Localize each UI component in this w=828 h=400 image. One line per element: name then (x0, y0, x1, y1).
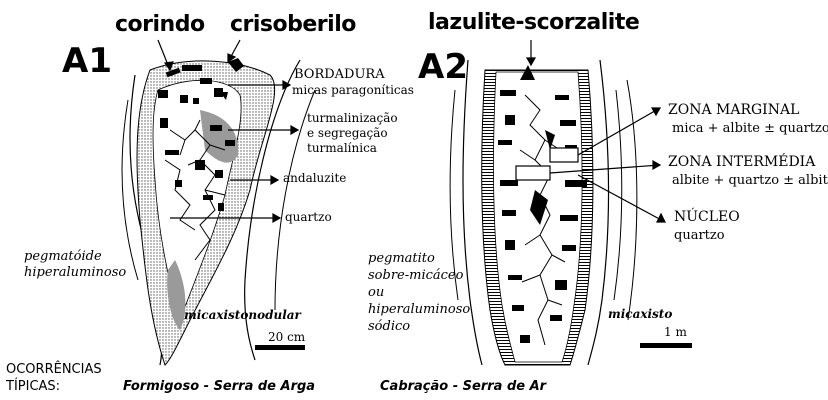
host-rock-a1: micaxistonodular (184, 309, 301, 321)
label-zona-marginal-comp: mica + albite ± quartzo (672, 122, 828, 135)
panel-label-a1: A1 (62, 44, 112, 78)
rock-label-a2-line1: pegmatito (368, 252, 435, 265)
footer-tipicas: TÍPICAS: (6, 380, 60, 393)
rock-label-a2-line2: sobre-micáceo (368, 269, 463, 282)
rock-label-a1-line1: pegmatóide (24, 250, 102, 263)
label-quartzo-a1: quartzo (285, 211, 332, 223)
scale-label-a1: 20 cm (268, 331, 305, 343)
scale-label-a2: 1 m (664, 326, 687, 338)
label-turmalinizacao: turmalinização (307, 112, 398, 124)
label-nucleo-comp: quartzo (674, 229, 725, 242)
rock-label-a1-line2: hiperaluminoso (24, 266, 126, 279)
label-zona-intermedia-comp: albite + quartzo ± albite (672, 174, 828, 187)
label-turmalinica: turmalínica (307, 142, 377, 154)
rock-label-a2-line3: ou (368, 286, 384, 299)
host-rock-a2: micaxisto (608, 308, 672, 320)
label-nucleo: NÚCLEO (674, 210, 740, 224)
mineral-label-crisoberilo: crisoberilo (230, 14, 356, 36)
mineral-label-corindo: corindo (115, 14, 205, 36)
rock-label-a2-line4: hiperaluminoso (368, 303, 470, 316)
locality-a1: Formigoso - Serra de Arga (123, 380, 315, 393)
label-bordadura: BORDADURA (294, 68, 385, 81)
label-andaluzite: andaluzite (283, 172, 346, 184)
mineral-label-lazulite: lazulite-scorzalite (428, 12, 639, 34)
rock-label-a2-line5: sódico (368, 320, 410, 333)
label-zona-marginal: ZONA MARGINAL (668, 103, 799, 117)
label-segregacao: e segregação (307, 127, 388, 139)
label-zona-intermedia: ZONA INTERMÉDIA (668, 155, 815, 169)
footer-ocorrencias: OCORRÊNCIAS (6, 363, 102, 376)
label-micas: micas paragoníticas (292, 84, 414, 96)
panel-label-a2: A2 (418, 50, 468, 84)
locality-a2: Cabração - Serra de Ar (380, 380, 546, 393)
